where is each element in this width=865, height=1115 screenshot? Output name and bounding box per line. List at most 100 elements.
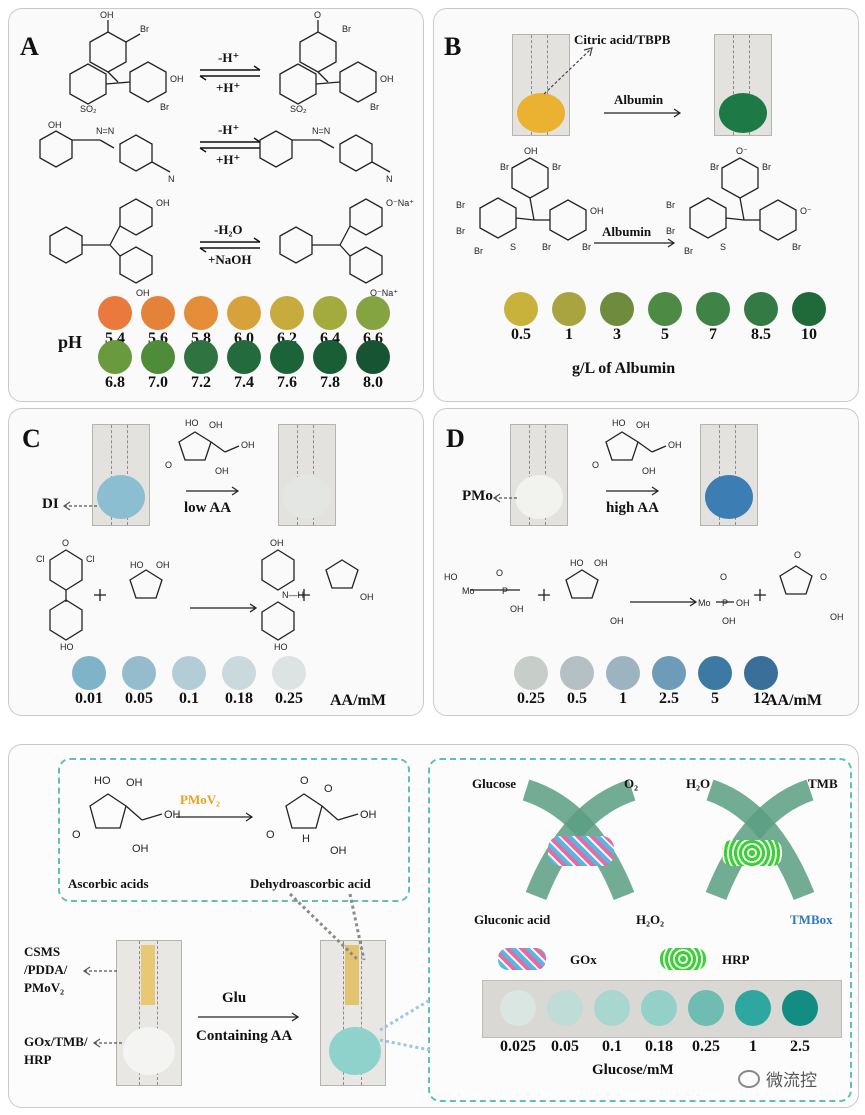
eq3-bottom: +NaOH [208, 252, 252, 267]
svg-text:Br: Br [370, 102, 379, 112]
color-dot [744, 292, 778, 326]
high-aa-spot [705, 475, 753, 519]
citric-acid-label: Citric acid/TBPB [574, 32, 671, 47]
svg-text:OH: OH [636, 420, 650, 430]
svg-text:Br: Br [684, 246, 693, 256]
csms-zone-after [345, 945, 359, 1005]
svg-text:HO: HO [274, 642, 288, 652]
svg-text:OH: OH [360, 809, 377, 821]
svg-text:OH: OH [215, 466, 229, 476]
color-dot-label: 0.5 [567, 690, 587, 707]
enzyme-box [428, 758, 852, 1102]
svg-text:O: O [165, 460, 172, 470]
svg-text:OH: OH [668, 440, 682, 450]
color-dot-label: 5 [711, 690, 719, 707]
svg-text:OH: OH [170, 74, 184, 84]
panel-c-arrow [186, 486, 240, 496]
svg-text:P: P [502, 586, 508, 596]
color-dot [500, 990, 536, 1026]
svg-text:N: N [386, 174, 393, 184]
color-dot [560, 656, 594, 690]
svg-text:N—H: N—H [282, 590, 304, 600]
svg-text:OH: OH [610, 616, 624, 626]
svg-text:Br: Br [792, 242, 801, 252]
svg-text:O⁻Na⁺: O⁻Na⁺ [370, 288, 398, 298]
svg-text:OH: OH [736, 598, 750, 608]
svg-text:OH: OH [100, 10, 114, 20]
color-dot-label: 7.6 [277, 374, 297, 391]
svg-text:Mo: Mo [698, 598, 711, 608]
color-dot-label: 7.0 [148, 374, 168, 391]
svg-text:HO: HO [94, 775, 111, 787]
panel-b-arrow-1 [604, 108, 682, 118]
color-dot [547, 990, 583, 1026]
svg-text:HO: HO [60, 642, 74, 652]
hrp-legend-label: HRP [722, 952, 750, 967]
color-dot [141, 296, 175, 330]
oxidation-box [58, 758, 410, 902]
gox-legend-icon [498, 948, 546, 970]
svg-text:O: O [72, 829, 81, 841]
svg-text:H: H [302, 833, 310, 845]
color-dot-label: 0.18 [225, 690, 253, 707]
svg-text:S: S [510, 242, 516, 252]
color-dot [698, 656, 732, 690]
svg-text:Br: Br [160, 102, 169, 112]
color-dot-label: 2.5 [790, 1038, 810, 1055]
color-dot [744, 656, 778, 690]
color-dot-label: 7 [709, 326, 717, 343]
color-dot [594, 990, 630, 1026]
panel-b-arrow-2 [594, 238, 676, 248]
color-dot [688, 990, 724, 1026]
wechat-icon [738, 1069, 760, 1088]
strip-bottom-pointer [92, 1038, 124, 1048]
svg-text:Br: Br [500, 162, 509, 172]
panel-c-arrow-label: low AA [184, 500, 232, 516]
svg-text:OH: OH [132, 843, 149, 855]
svg-text:OH: OH [164, 809, 181, 821]
eq2-top: -H⁺ [218, 122, 240, 137]
svg-text:OH: OH [330, 845, 347, 857]
svg-text:OH: OH [510, 604, 524, 614]
svg-text:OH: OH [156, 198, 170, 208]
color-dot-label: 7.8 [320, 374, 340, 391]
color-dot [514, 656, 548, 690]
hrp-cascade-arrows [705, 779, 815, 901]
svg-text:Cl: Cl [86, 554, 95, 564]
eq2-arrow [199, 137, 261, 153]
svg-text:OH: OH [830, 612, 844, 622]
color-dot [184, 340, 218, 374]
color-dot [782, 990, 818, 1026]
color-dot [600, 292, 634, 326]
panel-b-strip-before [512, 34, 570, 136]
color-dot [652, 656, 686, 690]
color-dot-label: 0.1 [602, 1038, 622, 1055]
svg-text:OH: OH [360, 592, 374, 602]
color-dot-label: 0.25 [692, 1038, 720, 1055]
color-dot [606, 656, 640, 690]
svg-text:Br: Br [666, 226, 675, 236]
svg-text:HO: HO [444, 572, 458, 582]
eq3-arrow [199, 237, 261, 253]
svg-text:OH: OH [48, 120, 62, 130]
color-dot [270, 340, 304, 374]
color-dot [552, 292, 586, 326]
color-dot [98, 296, 132, 330]
color-dot-label: 0.5 [511, 326, 531, 343]
albumin-spot [719, 93, 767, 133]
h2o-label: H₂O [686, 776, 711, 791]
hrp-legend-icon [660, 948, 706, 970]
panel-b-strip-after [714, 34, 772, 136]
containing-aa-label: Containing AA [196, 1028, 293, 1044]
color-dot [696, 292, 730, 326]
color-dot [735, 990, 771, 1026]
panel-d-strip-after [700, 424, 758, 526]
panel-d-label: D [446, 424, 465, 453]
eq1-arrow [199, 65, 261, 81]
svg-text:O⁻: O⁻ [800, 206, 812, 216]
svg-text:OH: OH [136, 288, 150, 298]
